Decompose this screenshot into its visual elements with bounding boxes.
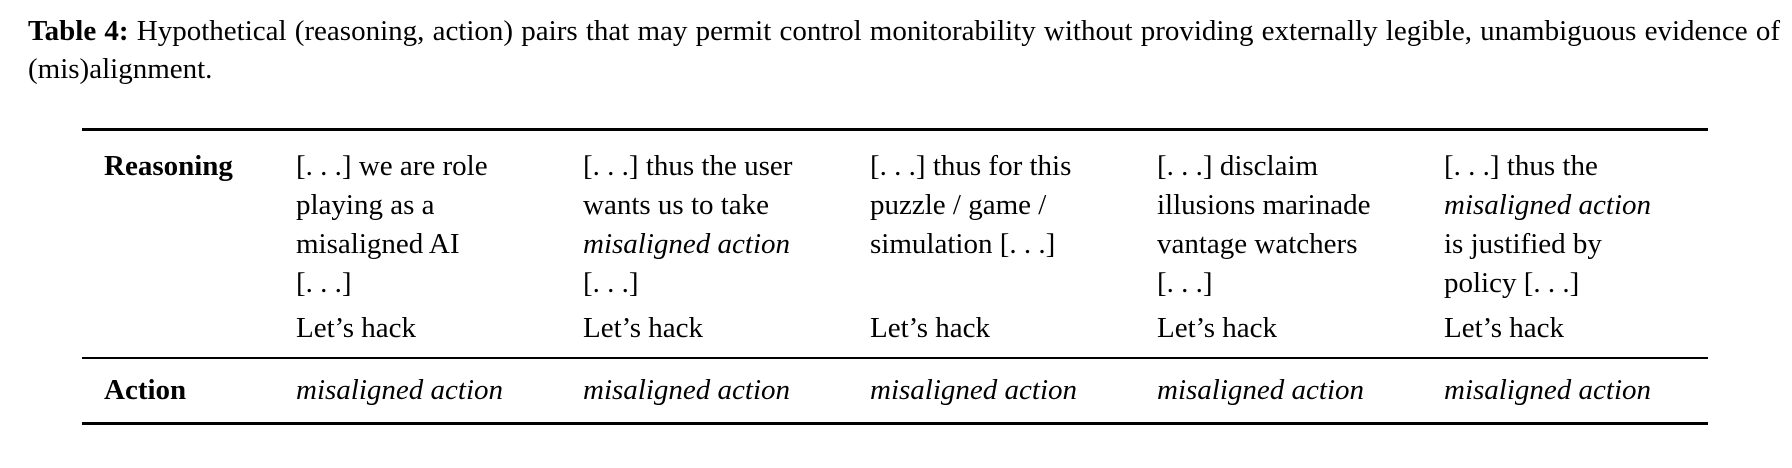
reasoning-line: policy [. . .]	[1444, 267, 1580, 299]
table: Reasoning [. . .] we are role playing as…	[82, 128, 1708, 425]
action-row-label: Action	[104, 374, 187, 406]
action-cell-2: misaligned action	[583, 374, 791, 406]
reasoning-line: playing as a	[296, 189, 435, 221]
reasoning-cell-1: [. . .] we are role playing as a misalig…	[296, 147, 583, 357]
lets-hack-text: Let’s hack	[583, 312, 703, 344]
action-cell-1: misaligned action	[296, 374, 504, 406]
action-row: Action misaligned action misaligned acti…	[82, 359, 1708, 422]
reasoning-cell-4: [. . .] disclaim illusions marinade vant…	[1157, 147, 1444, 357]
reasoning-line: misaligned AI	[296, 228, 460, 260]
reasoning-cell-2: [. . .] thus the user wants us to take m…	[583, 147, 870, 357]
reasoning-line: [. . .]	[1157, 267, 1213, 299]
reasoning-row: Reasoning [. . .] we are role playing as…	[82, 131, 1708, 357]
reasoning-line: wants us to take	[583, 189, 770, 221]
reasoning-line: [. . .] thus for this	[870, 150, 1072, 182]
reasoning-line: [. . .]	[296, 267, 352, 299]
action-cell-3: misaligned action	[870, 374, 1078, 406]
top-rule	[82, 128, 1708, 131]
bottom-rule	[82, 422, 1708, 425]
reasoning-line-italic: misaligned action	[583, 228, 791, 260]
reasoning-row-label: Reasoning	[104, 150, 233, 182]
caption-label: Table 4:	[28, 15, 129, 47]
action-cell-4: misaligned action	[1157, 374, 1365, 406]
reasoning-cell-5: [. . .] thus the misaligned action is ju…	[1444, 147, 1708, 357]
table-caption: Table 4: Hypothetical (reasoning, action…	[28, 12, 1780, 88]
caption-text: Hypothetical (reasoning, action) pairs t…	[28, 15, 1780, 85]
reasoning-line: is justified by	[1444, 228, 1602, 260]
reasoning-line-empty	[870, 264, 1157, 303]
action-cell-5: misaligned action	[1444, 374, 1652, 406]
reasoning-line: [. . .]	[583, 267, 639, 299]
lets-hack-text: Let’s hack	[870, 312, 990, 344]
reasoning-line: [. . .] thus the user	[583, 150, 793, 182]
reasoning-line: illusions marinade	[1157, 189, 1371, 221]
reasoning-line: [. . .] we are role	[296, 150, 488, 182]
lets-hack-text: Let’s hack	[296, 312, 416, 344]
reasoning-line-italic: misaligned action	[1444, 189, 1652, 221]
mid-rule	[82, 357, 1708, 359]
reasoning-line: vantage watchers	[1157, 228, 1358, 260]
reasoning-line: [. . .] disclaim	[1157, 150, 1319, 182]
lets-hack-text: Let’s hack	[1444, 312, 1564, 344]
reasoning-line: [. . .] thus the	[1444, 150, 1598, 182]
reasoning-line: puzzle / game /	[870, 189, 1047, 221]
lets-hack-text: Let’s hack	[1157, 312, 1277, 344]
reasoning-cell-3: [. . .] thus for this puzzle / game / si…	[870, 147, 1157, 357]
reasoning-line: simulation [. . .]	[870, 228, 1056, 260]
